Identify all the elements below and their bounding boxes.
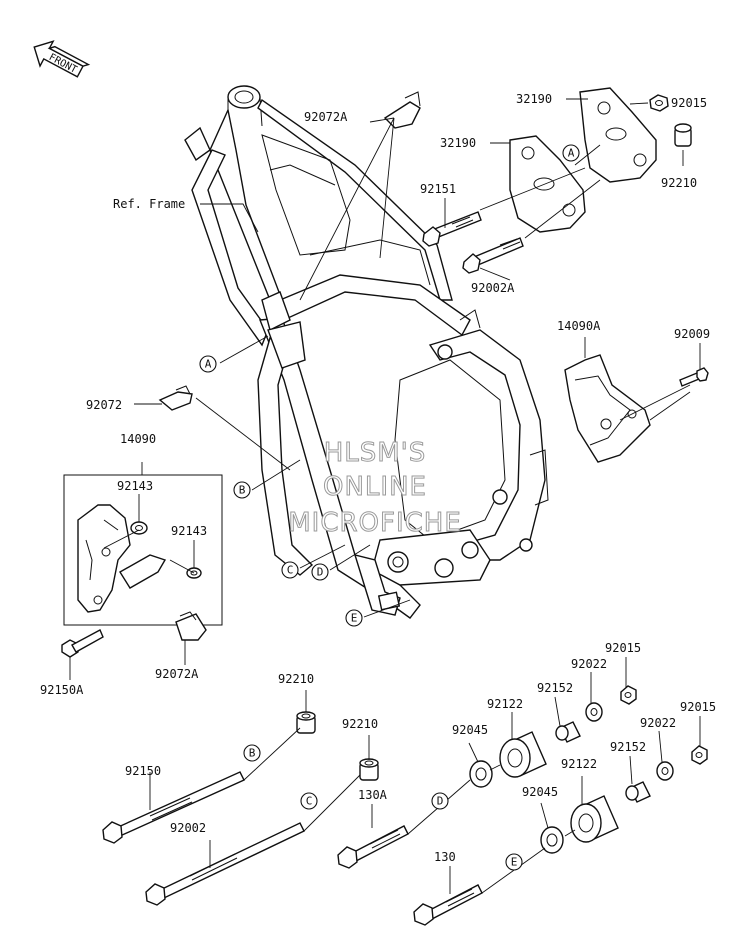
callout-d-bolt: D bbox=[431, 792, 449, 810]
label-130: 130 bbox=[434, 850, 456, 864]
bracket-plate-lower-32190 bbox=[509, 135, 586, 233]
nut-92015-a bbox=[620, 685, 637, 705]
bolt-92150A bbox=[61, 629, 104, 658]
label-92152-b: 92152 bbox=[610, 740, 646, 754]
collar-92122-a bbox=[499, 731, 547, 778]
label-92152-a: 92152 bbox=[537, 681, 573, 695]
watermark-line-2: ONLINE bbox=[323, 472, 427, 502]
callout-b-frame-label: B bbox=[239, 484, 246, 497]
bracket-plate-upper-32190 bbox=[579, 87, 657, 183]
label-92009: 92009 bbox=[674, 327, 710, 341]
label-32190-a: 32190 bbox=[516, 92, 552, 106]
parts-group-14090-box bbox=[63, 474, 223, 626]
label-92045-a: 92045 bbox=[452, 723, 488, 737]
label-130A: 130A bbox=[358, 788, 388, 802]
label-92072: 92072 bbox=[86, 398, 122, 412]
clamp-92072A-top bbox=[383, 91, 421, 129]
collar-92210-top bbox=[674, 123, 692, 147]
callout-c-frame-label: C bbox=[287, 564, 294, 577]
callout-d-frame: D bbox=[311, 563, 329, 581]
engine-guard-14090 bbox=[77, 504, 167, 613]
callout-b-frame: B bbox=[233, 481, 251, 499]
bolt-92002A bbox=[462, 237, 524, 274]
label-92015-b: 92015 bbox=[680, 700, 716, 714]
label-92045-b: 92045 bbox=[522, 785, 558, 799]
clamp-92072 bbox=[158, 385, 193, 411]
watermark-line-3: MICROFICHE bbox=[288, 508, 462, 538]
callout-e-frame: E bbox=[345, 609, 363, 627]
label-92143-b: 92143 bbox=[171, 524, 207, 538]
label-14090A: 14090A bbox=[557, 319, 601, 333]
collar-92210-mid bbox=[296, 711, 316, 734]
callout-d-frame-label: D bbox=[317, 566, 324, 579]
callout-a-plate-label: A bbox=[568, 147, 575, 160]
nut-92015-b bbox=[691, 745, 708, 765]
nut-92015-top bbox=[649, 94, 669, 112]
label-92150A: 92150A bbox=[40, 683, 84, 697]
label-92022-a: 92022 bbox=[571, 657, 607, 671]
washer-92022-a bbox=[585, 702, 603, 722]
label-92143-a: 92143 bbox=[117, 479, 153, 493]
bearing-92045-b bbox=[540, 826, 564, 854]
callout-a-plate: A bbox=[562, 144, 580, 162]
label-92210-low: 92210 bbox=[342, 717, 378, 731]
callout-c-bolt-label: C bbox=[306, 795, 313, 808]
callout-d-bolt-label: D bbox=[437, 795, 444, 808]
leader-lines bbox=[69, 98, 701, 894]
label-92151: 92151 bbox=[420, 182, 456, 196]
label-92002: 92002 bbox=[170, 821, 206, 835]
label-92122-b: 92122 bbox=[561, 757, 597, 771]
bolt-130 bbox=[413, 884, 483, 926]
grommet-92143-a bbox=[130, 521, 148, 535]
callout-e-bolt: E bbox=[505, 853, 523, 871]
label-14090: 14090 bbox=[120, 432, 156, 446]
callout-b-bolt: B bbox=[243, 744, 261, 762]
sleeve-92152-b bbox=[625, 781, 651, 803]
label-92072A-top: 92072A bbox=[304, 110, 348, 124]
clamp-92072A-bottom bbox=[175, 611, 207, 641]
sleeve-92152-a bbox=[555, 721, 581, 743]
motorcycle-frame bbox=[184, 85, 549, 619]
bearing-92045-a bbox=[469, 760, 493, 788]
label-92210-top: 92210 bbox=[661, 176, 697, 190]
bolt-92009 bbox=[679, 367, 709, 387]
label-92210-mid: 92210 bbox=[278, 672, 314, 686]
callout-c-bolt: C bbox=[300, 792, 318, 810]
label-92015-top: 92015 bbox=[671, 96, 707, 110]
label-92150: 92150 bbox=[125, 764, 161, 778]
watermark: HLSM'S ONLINE MICROFICHE bbox=[288, 438, 462, 539]
callout-e-frame-label: E bbox=[351, 612, 358, 625]
bolt-130A bbox=[337, 825, 409, 869]
collar-92210-low bbox=[359, 758, 379, 781]
bolt-92151 bbox=[422, 211, 482, 247]
label-32190-b: 32190 bbox=[440, 136, 476, 150]
callout-a-frame-label: A bbox=[205, 358, 212, 371]
label-92002A: 92002A bbox=[471, 281, 515, 295]
collar-92122-b bbox=[570, 795, 619, 843]
callout-e-bolt-label: E bbox=[511, 856, 518, 869]
front-arrow-icon: FRONT bbox=[33, 40, 91, 78]
label-92015-a: 92015 bbox=[605, 641, 641, 655]
label-92122-a: 92122 bbox=[487, 697, 523, 711]
label-92072A-bottom: 92072A bbox=[155, 667, 199, 681]
ref-frame-label: Ref. Frame bbox=[113, 197, 185, 211]
bolt-92002 bbox=[145, 822, 305, 906]
washer-92022-b bbox=[656, 761, 674, 781]
watermark-line-1: HLSM'S bbox=[324, 438, 427, 468]
callout-c-frame: C bbox=[281, 561, 299, 579]
callout-b-bolt-label: B bbox=[249, 747, 256, 760]
label-92022-b: 92022 bbox=[640, 716, 676, 730]
callout-a-frame: A bbox=[199, 355, 217, 373]
engine-guard-14090A bbox=[564, 354, 651, 463]
